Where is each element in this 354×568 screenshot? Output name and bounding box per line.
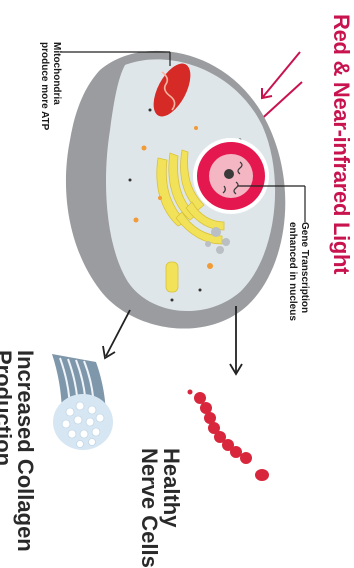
light-arrow-1 [262,52,300,98]
vesicle-yellow [166,262,178,292]
diagram-canvas: Red & Near-infrared Light Mitochondria p… [0,0,354,537]
nerve-cells [188,390,270,482]
collagen-fiber [52,354,113,450]
nucleus [193,138,269,214]
light-arrows [256,52,302,124]
nerve-label: Healthy Nerve Cells [138,448,182,568]
mitochondria-label-line-1: Mitochondria [50,42,62,130]
mitochondria-label-line-2: produce more ATP [38,42,50,130]
nerve-label-line-2: Nerve Cells [138,448,160,568]
collagen-label-line-2: Production [0,350,14,552]
mitochondria-label: Mitochondria produce more ATP [38,42,62,130]
nucleus-label: Gene Transcription enhanced in nucleus [286,222,310,321]
arrow-to-collagen [103,310,130,358]
nucleus-label-line-1: Gene Transcription [298,222,310,321]
collagen-label: Increased Collagen Production [0,350,36,552]
collagen-label-line-1: Increased Collagen [14,350,36,552]
nerve-label-line-1: Healthy [160,448,182,568]
nucleus-label-line-2: enhanced in nucleus [286,222,298,321]
diagram-title: Red & Near-infrared Light [328,14,354,274]
